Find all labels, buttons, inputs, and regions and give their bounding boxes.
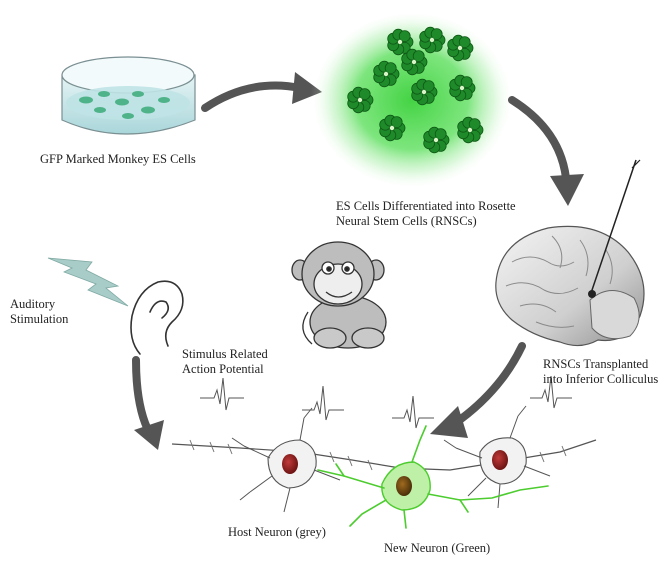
arrowhead-brain-to-neurons — [430, 406, 468, 438]
rosette-3 — [447, 34, 474, 62]
lightning-icon — [47, 257, 129, 307]
label-stimulus: Stimulus Related Action Potential — [182, 347, 268, 377]
label-transplant-line2: into Inferior Colliculus — [543, 372, 659, 386]
label-es-cells: GFP Marked Monkey ES Cells — [40, 152, 196, 167]
rosette-4 — [373, 60, 400, 88]
label-stimulus-line1: Stimulus Related — [182, 347, 268, 361]
arrowhead-dish-to-rosettes — [292, 72, 322, 104]
label-rosette-line1: ES Cells Differentiated into Rosette — [336, 199, 516, 213]
arrowhead-rosettes-to-brain — [550, 174, 584, 206]
rosette-11 — [401, 48, 428, 76]
rosette-7 — [347, 86, 374, 114]
monkey-icon — [291, 241, 387, 349]
rosette-cluster-icon — [310, 10, 514, 190]
rosette-9 — [423, 126, 450, 154]
rosette-10 — [457, 116, 484, 144]
label-host-neuron-text: Host Neuron (grey) — [228, 525, 326, 539]
label-auditory-line2: Stimulation — [10, 312, 69, 326]
label-rosette: ES Cells Differentiated into Rosette Neu… — [336, 199, 516, 229]
arrow-dish-to-rosettes — [201, 81, 304, 112]
label-new-neuron: New Neuron (Green) — [384, 541, 490, 556]
arrow-brain-to-neurons — [450, 342, 526, 428]
host-neuron-left — [231, 407, 341, 513]
arrow-ear-to-neurons — [132, 356, 154, 438]
label-new-neuron-text: New Neuron (Green) — [384, 541, 491, 555]
action-potential-traces — [200, 375, 572, 429]
label-auditory-line1: Auditory — [10, 297, 56, 311]
neuron-network — [171, 375, 597, 529]
label-transplant: RNSCs Transplanted into Inferior Collicu… — [543, 357, 658, 387]
monkey-brain-icon — [495, 159, 645, 347]
rosette-6 — [449, 74, 476, 102]
arrowhead-ear-to-neurons — [134, 420, 164, 450]
label-rosette-line2: Neural Stem Cells (RNSCs) — [336, 214, 477, 228]
rosette-8 — [379, 114, 406, 142]
label-stimulus-line2: Action Potential — [182, 362, 264, 376]
label-transplant-line1: RNSCs Transplanted — [543, 357, 649, 371]
rosette-5 — [411, 78, 438, 106]
new-neuron-green — [317, 425, 549, 529]
petri-dish-icon — [61, 56, 196, 135]
label-host-neuron: Host Neuron (grey) — [228, 525, 326, 540]
label-es-cells-text: GFP Marked Monkey ES Cells — [40, 152, 196, 166]
label-auditory: Auditory Stimulation — [10, 297, 68, 327]
host-axon-line — [171, 439, 597, 471]
arrow-rosettes-to-brain — [508, 96, 570, 182]
rosette-1 — [387, 28, 414, 56]
rosette-2 — [419, 26, 446, 54]
ear-icon — [130, 280, 184, 355]
host-neuron-right — [443, 405, 551, 509]
